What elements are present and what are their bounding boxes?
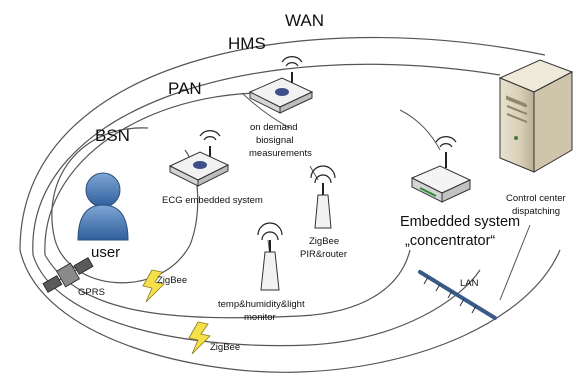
zigbee-bottom-label: ZigBee: [210, 342, 240, 353]
antenna-sensor-icon: [257, 222, 283, 291]
lan-label: LAN: [460, 278, 479, 289]
ondemand-link: [241, 92, 291, 129]
lightning-bolt-icon: [142, 269, 165, 303]
control-label-line1: Control center: [506, 193, 566, 204]
ondemand-label-line3: measurements: [249, 148, 312, 159]
network-boundaries: [19, 36, 561, 373]
hms-boundary-lower: [32, 254, 481, 347]
wan-boundary-lower: [19, 249, 561, 373]
concentrator-router-icon: [410, 136, 472, 203]
user-label: user: [91, 244, 120, 261]
lightning-bolt-icon: [188, 321, 211, 355]
lan-cable-icon: [418, 270, 497, 320]
bsn-label: BSN: [95, 126, 130, 145]
wan-label: WAN: [285, 11, 324, 30]
gprs-label: GPRS: [78, 287, 105, 298]
concentrator-link: [399, 109, 441, 151]
bsn-boundary: [51, 127, 199, 284]
control-link: [499, 224, 531, 301]
satellite-icon: [42, 257, 94, 293]
ondemand-label-line1: on demand: [250, 122, 298, 133]
ecg-label: ECG embedded system: [162, 195, 263, 206]
pir-label-line2: PIR&router: [300, 249, 347, 260]
ecg-device-icon: [168, 130, 230, 187]
pir-label-line1: ZigBee: [309, 236, 339, 247]
temp-label-line1: temp&humidity&light: [218, 299, 305, 310]
concentrator-label-line1: Embedded system: [400, 214, 520, 230]
pan-label: PAN: [168, 79, 202, 98]
user-icon: [77, 172, 129, 241]
server-tower-icon: [498, 59, 574, 173]
pan-boundary-lower: [44, 249, 411, 319]
temp-label-line2: monitor: [244, 312, 276, 323]
biosignal-device-icon: [248, 56, 314, 114]
ondemand-label-line2: biosignal: [256, 135, 294, 146]
control-label-line2: dispatching: [512, 206, 560, 217]
wan-boundary: [19, 36, 546, 251]
zigbee-top-label: ZigBee: [157, 275, 187, 286]
hms-label: HMS: [228, 34, 266, 53]
concentrator-label-line2: „concentrator“: [405, 233, 495, 249]
hms-boundary: [32, 63, 501, 256]
antenna-router-icon: [310, 165, 336, 229]
